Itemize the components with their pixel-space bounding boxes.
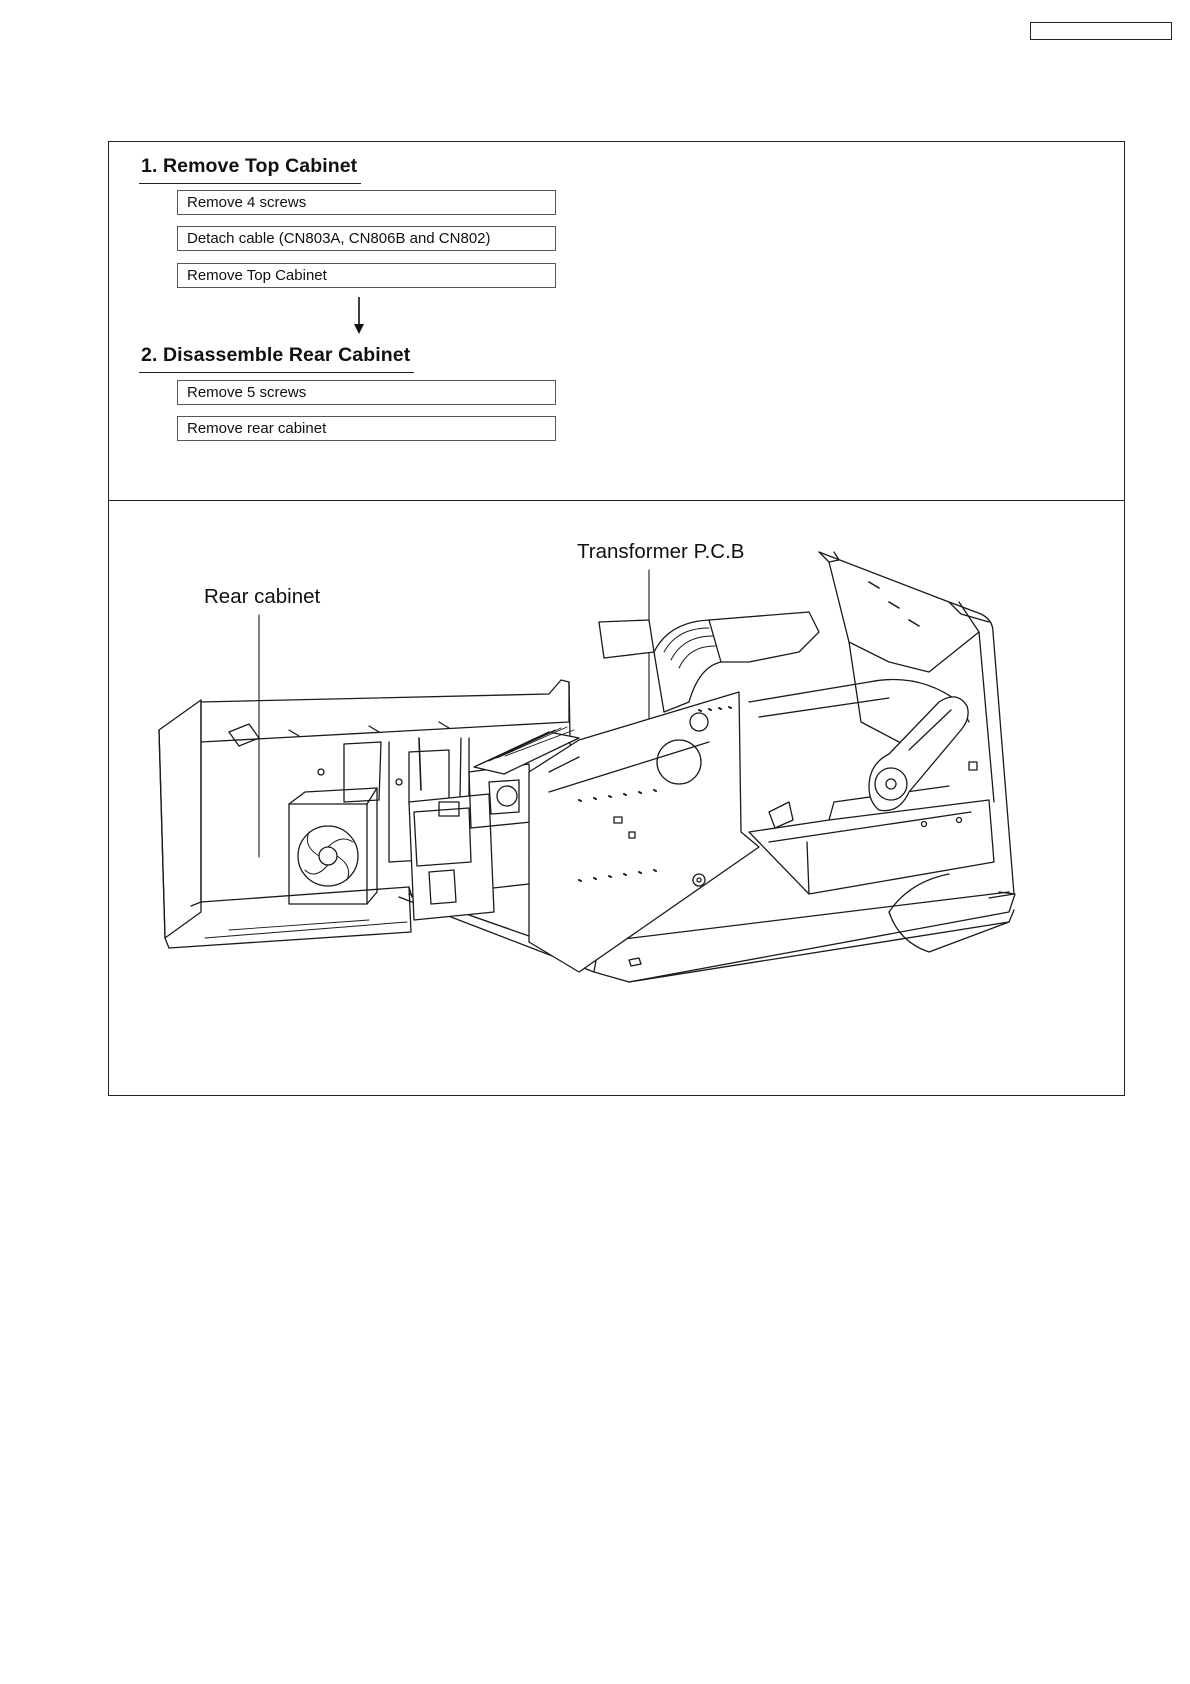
- procedure-frame: 1. Remove Top Cabinet Remove 4 screws De…: [108, 141, 1125, 1096]
- step-1-title: 1. Remove Top Cabinet: [141, 155, 357, 178]
- fan: [298, 826, 358, 886]
- step-2-title: 2. Disassemble Rear Cabinet: [141, 344, 410, 367]
- fan-housing: [289, 804, 367, 904]
- disassembly-illustration: [109, 502, 1123, 1094]
- section-divider: [109, 500, 1124, 501]
- step-2-instruction-2: Remove rear cabinet: [177, 416, 556, 441]
- step-2-instruction-1: Remove 5 screws: [177, 380, 556, 405]
- cable-bundle: [654, 620, 721, 712]
- page-reference-box: [1030, 22, 1172, 40]
- step-1-instruction-1: Remove 4 screws: [177, 190, 556, 215]
- step-1-instruction-3: Remove Top Cabinet: [177, 263, 556, 288]
- arrow-down-icon: [352, 297, 366, 335]
- main-chassis-drawing: [399, 552, 1015, 982]
- rear-cabinet-drawing: [159, 680, 572, 948]
- step-1-instruction-2: Detach cable (CN803A, CN806B and CN802): [177, 226, 556, 251]
- drive-lever: [869, 697, 968, 811]
